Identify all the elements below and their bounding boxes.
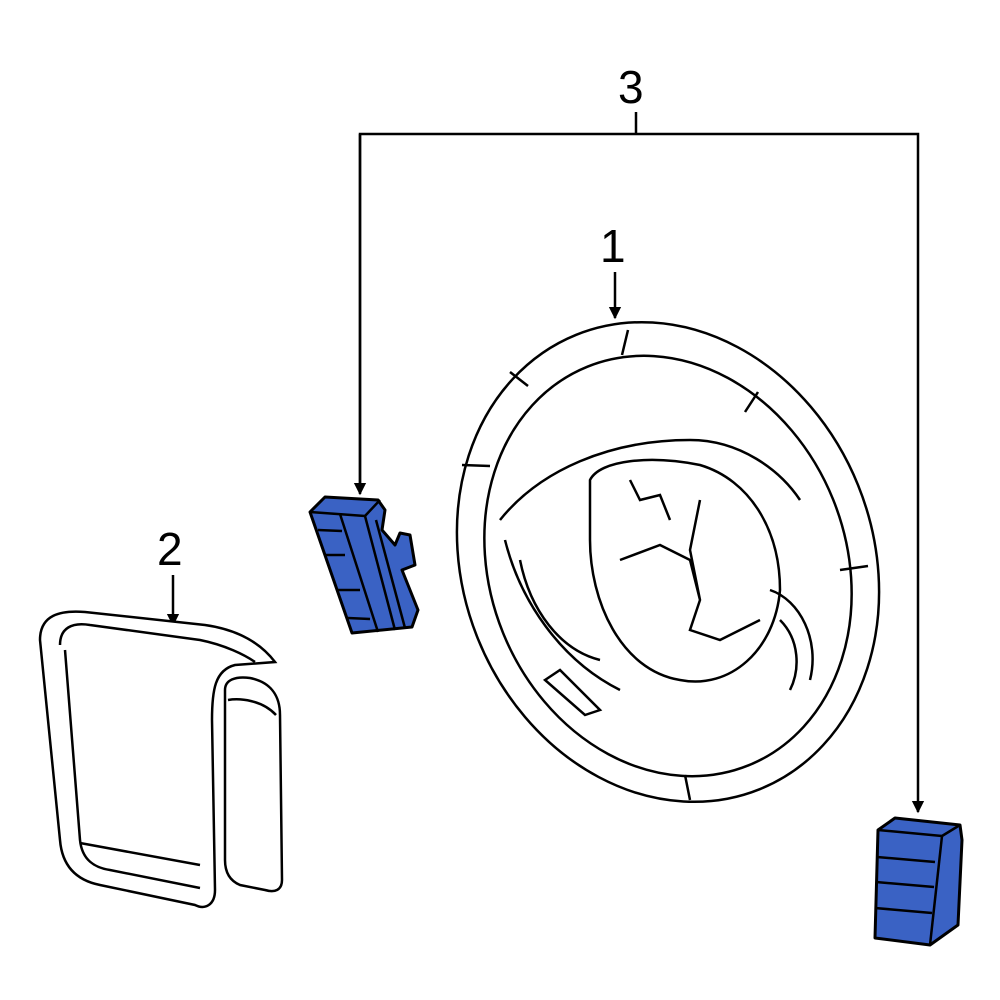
callout-3-leader [353,112,925,814]
steering-wheel [455,320,881,804]
steering-switch-left [308,495,420,635]
callout-2-label: 2 [157,523,183,575]
callout-3-label: 3 [618,61,644,113]
air-bag-cover [38,610,284,909]
callout-1-label: 1 [600,220,626,272]
steering-switch-right [873,816,964,947]
